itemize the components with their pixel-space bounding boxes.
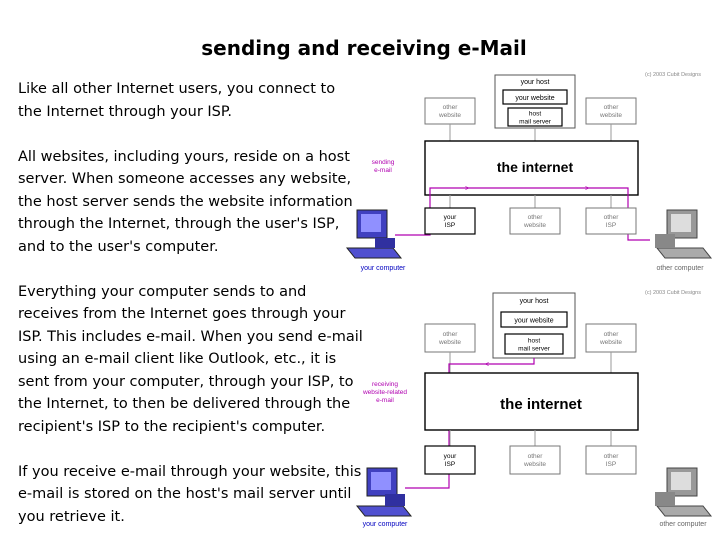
path-arrow: > — [465, 186, 469, 193]
other-website-box-bottom — [509, 207, 561, 235]
other-website-label-2: website — [599, 339, 622, 346]
copyright-label: (c) 2003 Cubit Designs — [645, 72, 701, 78]
paragraph-websites: All websites, including yours, reside on… — [18, 148, 353, 255]
internet-box — [424, 372, 639, 431]
host-mail-server-label-2: mail server — [519, 119, 552, 126]
your-isp-box — [424, 207, 476, 235]
internet-label: the internet — [497, 159, 574, 175]
paragraph-email-receiving: If you receive e-mail through your websi… — [18, 463, 362, 525]
other-website-label: other — [604, 331, 620, 338]
your-isp-box — [424, 445, 476, 475]
other-website-box-right — [585, 97, 637, 125]
your-isp-label-2: ISP — [445, 222, 455, 229]
your-isp-label: your — [444, 453, 457, 460]
host-mail-server-box — [504, 333, 564, 355]
host-group: your host your website host mail server — [492, 292, 576, 359]
sending-email-label: sending — [372, 159, 395, 166]
other-computer-icon — [655, 467, 713, 517]
other-website-label-2: website — [438, 112, 461, 119]
receiving-email-label-3: e-mail — [376, 397, 394, 404]
your-website-label: your website — [515, 95, 554, 102]
your-computer-icon — [345, 209, 403, 259]
your-isp-label-2: ISP — [445, 461, 455, 468]
other-website-label: other — [528, 453, 544, 460]
sending-email-diagram: (c) 2003 Cubit Designs your host your we… — [345, 72, 713, 272]
your-computer-label: your computer — [363, 521, 408, 528]
your-computer-label: your computer — [361, 265, 406, 272]
sending-email-label-2: e-mail — [374, 167, 392, 174]
path-arrow: > — [585, 186, 589, 193]
other-isp-label-2: ISP — [606, 222, 616, 229]
other-isp-label: other — [604, 214, 620, 221]
other-computer-icon — [655, 209, 713, 259]
your-website-box — [502, 89, 568, 105]
internet-box — [424, 140, 639, 196]
other-website-box-left — [424, 97, 476, 125]
other-website-label-2: website — [599, 112, 622, 119]
your-website-box — [500, 311, 568, 328]
other-website-label: other — [443, 104, 459, 111]
paragraph-isp: Like all other Internet users, you conne… — [18, 81, 336, 120]
receiving-email-diagram: (c) 2003 Cubit Designs your host your we… — [355, 290, 713, 528]
other-computer-label: other computer — [656, 265, 704, 272]
your-computer-icon — [355, 467, 413, 517]
other-website-label: other — [528, 214, 544, 221]
other-isp-label-2: ISP — [606, 461, 616, 468]
host-mail-server-box — [507, 107, 563, 127]
your-website-label: your website — [514, 318, 553, 325]
host-mail-server-label: host — [528, 338, 540, 345]
receiving-path — [405, 358, 535, 489]
other-website-label-2: website — [523, 461, 546, 468]
other-website-box-right — [585, 323, 637, 353]
other-isp-box — [585, 207, 637, 235]
receiving-email-label-2: website-related — [362, 389, 407, 396]
other-website-label-2: website — [438, 339, 461, 346]
your-host-label: your host — [521, 79, 550, 86]
other-website-box-left — [424, 323, 476, 353]
slide-title: sending and receiving e-Mail — [201, 36, 527, 60]
other-isp-label: other — [604, 453, 620, 460]
other-website-label: other — [443, 331, 459, 338]
other-isp-box — [585, 445, 637, 475]
other-website-label-2: website — [523, 222, 546, 229]
sending-path — [395, 187, 650, 241]
host-mail-server-label-2: mail server — [518, 346, 551, 353]
path-arrow: < — [485, 362, 489, 369]
body-text: Like all other Internet users, you conne… — [18, 78, 363, 528]
other-computer-label: other computer — [659, 521, 707, 528]
receiving-email-label: receiving — [372, 381, 398, 388]
internet-label: the internet — [500, 396, 582, 413]
other-website-label: other — [604, 104, 620, 111]
paragraph-email-sending: Everything your computer sends to and re… — [18, 283, 363, 435]
host-mail-server-label: host — [529, 111, 541, 118]
your-isp-label: your — [444, 214, 457, 221]
other-website-box-bottom — [509, 445, 561, 475]
copyright-label: (c) 2003 Cubit Designs — [645, 290, 701, 296]
host-group: your host your website host mail server — [494, 74, 576, 129]
your-host-label: your host — [520, 298, 549, 305]
